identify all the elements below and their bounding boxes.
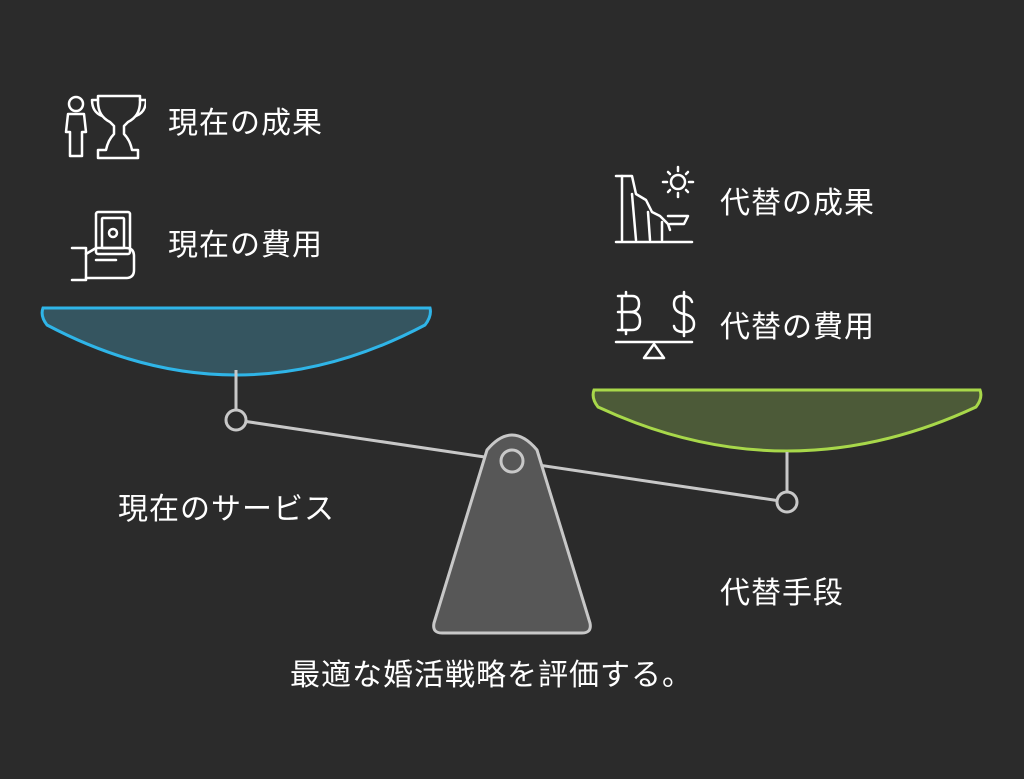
fulcrum — [432, 433, 592, 635]
footer-caption: 最適な婚活戦略を評価する。 — [290, 658, 693, 693]
right-side-name: 代替手段 — [720, 576, 844, 611]
left-side-name: 現在のサービス — [118, 492, 335, 527]
left-item-label-cost: 現在の費用 — [168, 228, 323, 263]
right-pan — [591, 388, 983, 453]
right-item-label-cost: 代替の費用 — [720, 310, 875, 345]
left-joint — [224, 408, 248, 432]
currency-balance-icon — [614, 290, 696, 360]
pivot-joint — [499, 448, 525, 474]
person-trophy-icon — [64, 94, 146, 160]
hand-money-icon — [70, 210, 136, 282]
right-item-label-outcome: 代替の成果 — [720, 186, 875, 221]
right-joint — [775, 490, 799, 514]
left-item-label-outcome: 現在の成果 — [168, 106, 323, 141]
landscape-sun-icon — [614, 165, 695, 244]
left-pan — [40, 306, 432, 377]
